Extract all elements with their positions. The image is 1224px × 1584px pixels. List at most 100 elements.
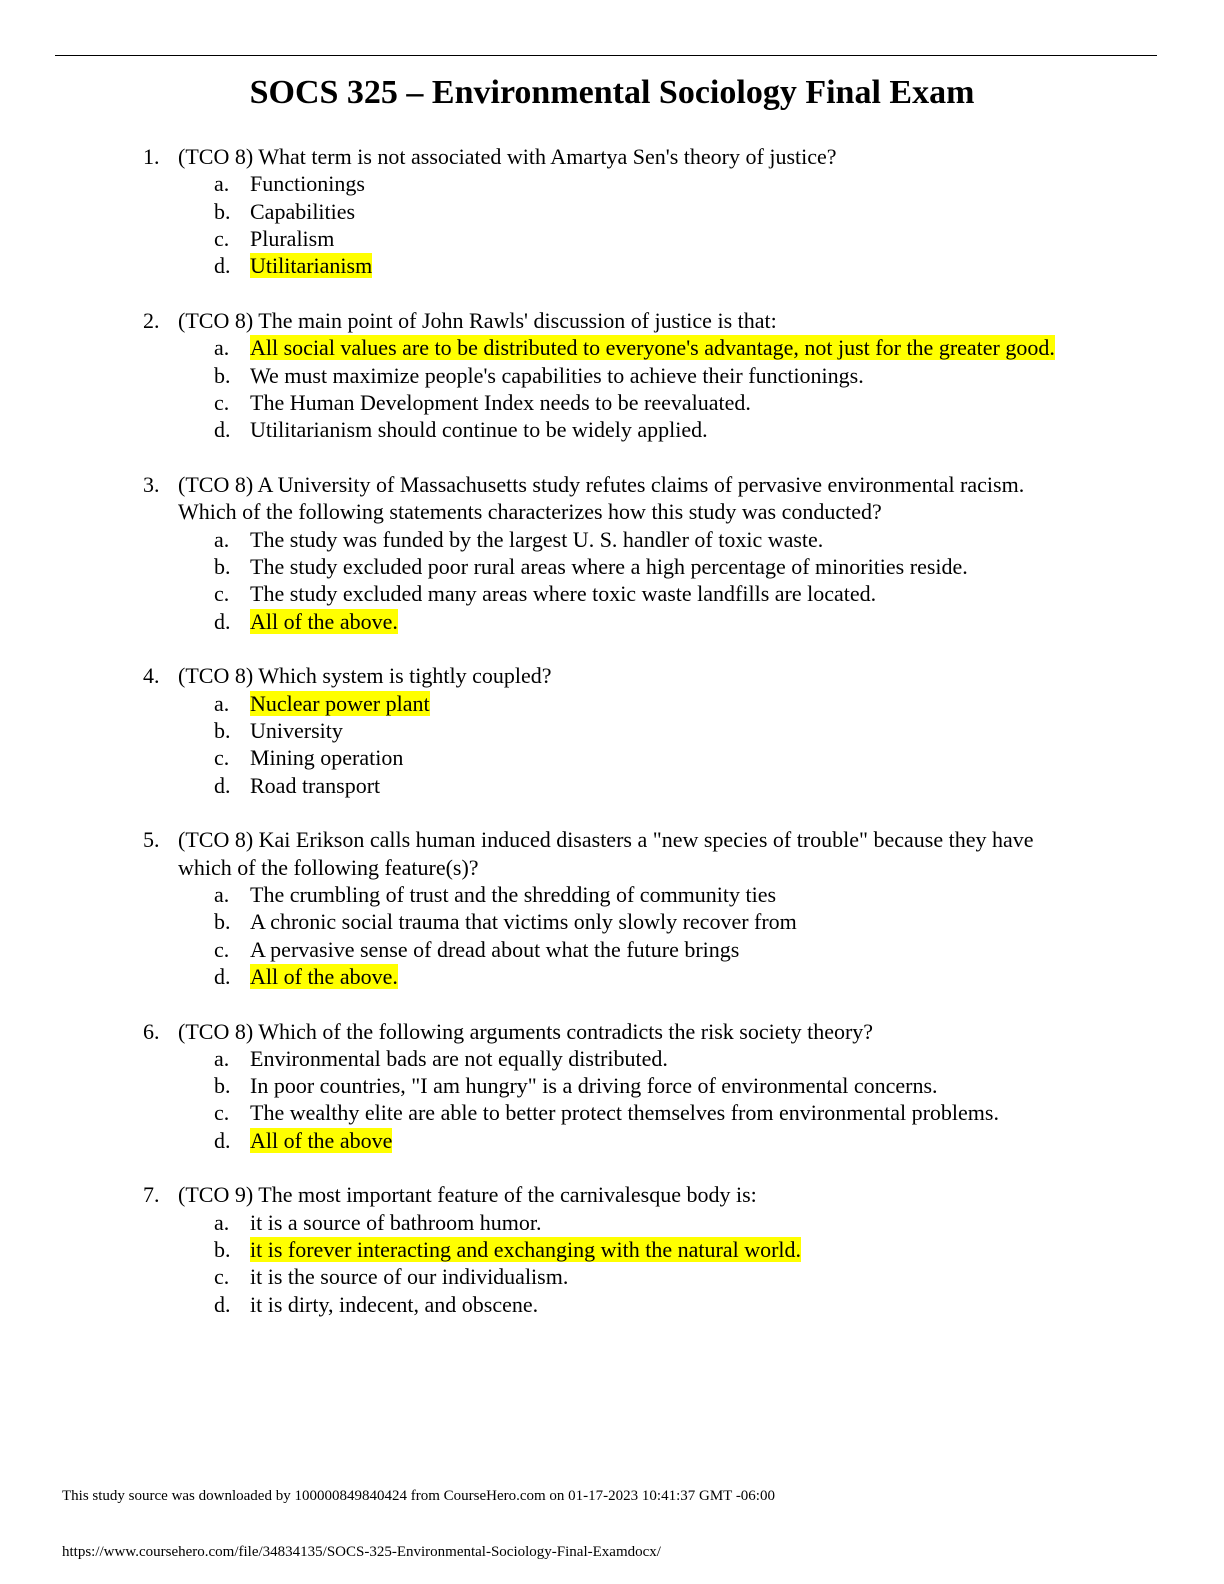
question-text: (TCO 8) What term is not associated with… <box>178 144 837 169</box>
answer-option: d. Utilitarianism should continue to be … <box>214 416 1070 443</box>
answer-option: a. Nuclear power plant <box>214 690 1070 717</box>
answer-option: a. it is a source of bathroom humor. <box>214 1209 1070 1236</box>
answer-option: d. All of the above. <box>214 963 1070 990</box>
option-letter: a. <box>214 526 230 552</box>
option-text: The study excluded many areas where toxi… <box>250 581 877 607</box>
option-text: We must maximize people's capabilities t… <box>250 362 864 388</box>
option-text: it is a source of bathroom humor. <box>250 1209 542 1235</box>
question: 7. (TCO 9) The most important feature of… <box>143 1181 1070 1318</box>
answer-option: c. The study excluded many areas where t… <box>214 580 1070 607</box>
option-text: The study excluded poor rural areas wher… <box>250 553 968 579</box>
option-letter: c. <box>214 389 230 415</box>
option-letter: c. <box>214 745 230 771</box>
question: 4. (TCO 8) Which system is tightly coupl… <box>143 662 1070 799</box>
option-letter: b. <box>214 198 231 224</box>
question-number: 5. <box>143 827 160 853</box>
option-letter: b. <box>214 1073 231 1099</box>
answer-option: c. The Human Development Index needs to … <box>214 389 1070 416</box>
option-letter: a. <box>214 1045 230 1071</box>
option-text: it is dirty, indecent, and obscene. <box>250 1291 539 1317</box>
answer-option: b. it is forever interacting and exchang… <box>214 1236 1070 1263</box>
question-text: (TCO 9) The most important feature of th… <box>178 1182 757 1208</box>
question-text: (TCO 8) A University of Massachusetts st… <box>178 471 1025 525</box>
option-text: Utilitarianism should continue to be wid… <box>250 417 708 443</box>
question-stem: 6. (TCO 8) Which of the following argume… <box>143 1018 1070 1045</box>
answer-option: c. The wealthy elite are able to better … <box>214 1099 1070 1126</box>
option-letter: d. <box>214 1291 231 1317</box>
option-text: Capabilities <box>250 198 356 224</box>
answer-option: b. The study excluded poor rural areas w… <box>214 553 1070 580</box>
question-stem: 3. (TCO 8) A University of Massachusetts… <box>143 471 1070 526</box>
top-rule <box>55 55 1157 56</box>
question-text: (TCO 8) Kai Erikson calls human induced … <box>178 827 1034 880</box>
answer-option: d. All of the above. <box>214 608 1070 635</box>
option-text: The Human Development Index needs to be … <box>250 389 751 415</box>
answer-option: a. Environmental bads are not equally di… <box>214 1045 1070 1072</box>
highlighted-answer-text: All social values are to be distributed … <box>250 335 1055 361</box>
option-letter: d. <box>214 253 231 279</box>
question-stem: 7. (TCO 9) The most important feature of… <box>143 1181 1070 1208</box>
question-text: (TCO 8) Which system is tightly coupled? <box>178 663 552 689</box>
option-text: Road transport <box>250 772 381 798</box>
source-url[interactable]: https://www.coursehero.com/file/34834135… <box>62 1544 661 1560</box>
answer-option: c. Mining operation <box>214 744 1070 771</box>
option-letter: a. <box>214 881 230 907</box>
option-letter: d. <box>214 1127 231 1153</box>
answer-option: b. We must maximize people's capabilitie… <box>214 362 1070 389</box>
answer-option: b. In poor countries, "I am hungry" is a… <box>214 1072 1070 1099</box>
option-text: The study was funded by the largest U. S… <box>250 526 824 552</box>
answer-option: b. University <box>214 717 1070 744</box>
download-note: This study source was downloaded by 1000… <box>62 1488 775 1504</box>
option-letter: d. <box>214 772 231 798</box>
answer-option: d. All of the above <box>214 1127 1070 1154</box>
option-text: A pervasive sense of dread about what th… <box>250 936 740 962</box>
option-text: The wealthy elite are able to better pro… <box>250 1100 999 1126</box>
option-letter: d. <box>214 417 231 443</box>
page-title: SOCS 325 – Environmental Sociology Final… <box>249 74 975 111</box>
question-stem: 4. (TCO 8) Which system is tightly coupl… <box>143 662 1070 689</box>
option-text: In poor countries, "I am hungry" is a dr… <box>250 1073 938 1099</box>
option-letter: a. <box>214 1209 230 1235</box>
option-letter: b. <box>214 909 231 935</box>
option-text: The crumbling of trust and the shredding… <box>250 881 777 907</box>
answer-option: a. All social values are to be distribut… <box>214 334 1070 361</box>
question: 5. (TCO 8) Kai Erikson calls human induc… <box>143 826 1070 990</box>
question-number: 3. <box>143 471 160 497</box>
option-letter: c. <box>214 1100 230 1126</box>
answer-option: d. it is dirty, indecent, and obscene. <box>214 1291 1070 1318</box>
option-letter: c. <box>214 225 230 251</box>
option-letter: c. <box>214 936 230 962</box>
option-letter: c. <box>214 1264 230 1290</box>
answer-option: a. Functionings <box>214 170 1070 197</box>
option-letter: a. <box>214 171 230 197</box>
question-number: 2. <box>143 307 160 333</box>
answer-option: c. Pluralism <box>214 225 1070 252</box>
answer-option: a. The crumbling of trust and the shredd… <box>214 881 1070 908</box>
option-letter: b. <box>214 362 231 388</box>
option-text: Mining operation <box>250 745 404 771</box>
question-number: 4. <box>143 663 160 689</box>
question: 2. (TCO 8) The main point of John Rawls'… <box>143 307 1070 444</box>
option-text: Functionings <box>250 171 365 197</box>
option-letter: b. <box>214 717 231 743</box>
option-letter: c. <box>214 581 230 607</box>
option-letter: b. <box>214 1237 231 1263</box>
highlighted-answer-text: All of the above. <box>250 608 398 634</box>
highlighted-answer-text: All of the above <box>250 1127 393 1153</box>
option-letter: a. <box>214 335 230 361</box>
highlighted-answer-text: it is forever interacting and exchanging… <box>250 1237 802 1263</box>
question-number: 1. <box>143 144 160 169</box>
answer-option: c. it is the source of our individualism… <box>214 1263 1070 1290</box>
question-number: 6. <box>143 1018 160 1044</box>
option-text: it is the source of our individualism. <box>250 1264 569 1290</box>
option-letter: d. <box>214 963 231 989</box>
answer-option: d. Road transport <box>214 772 1070 799</box>
highlighted-answer-text: Nuclear power plant <box>250 690 430 716</box>
option-letter: b. <box>214 553 231 579</box>
option-text: A chronic social trauma that victims onl… <box>250 909 797 935</box>
option-text: Environmental bads are not equally distr… <box>250 1045 668 1071</box>
answer-option: b. Capabilities <box>214 198 1070 225</box>
option-text: University <box>250 717 343 743</box>
answer-option: d. Utilitarianism <box>214 252 1070 279</box>
